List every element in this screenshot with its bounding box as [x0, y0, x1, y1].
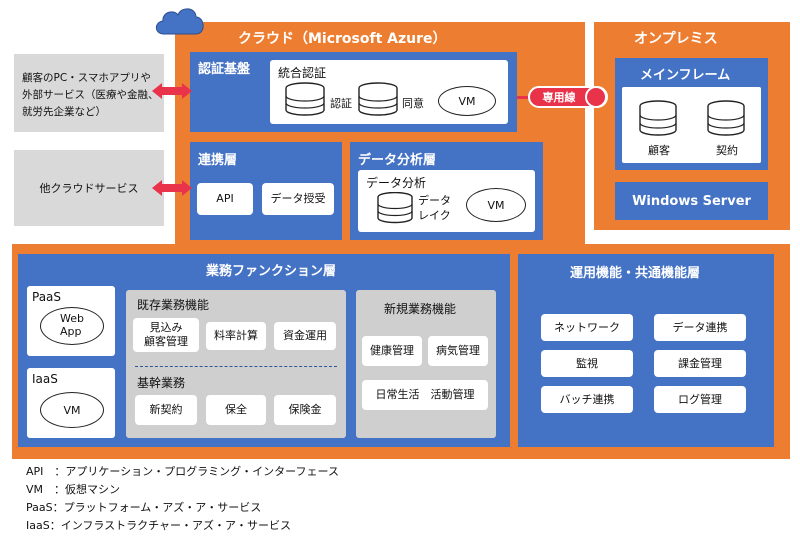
business-layer-title: 業務ファンクション層: [206, 264, 337, 279]
paas-webapp: Web App: [40, 307, 104, 345]
ops-item-0: ネットワーク: [541, 314, 633, 341]
paas-label: PaaS: [32, 290, 62, 304]
ops-item-4: バッチ連携: [541, 386, 633, 413]
analytics-layer-title: データ分析層: [358, 153, 437, 168]
auth-database-icon: [285, 82, 325, 116]
existing-item-2: 資金運用: [274, 322, 336, 350]
external-customer-box: [14, 54, 164, 132]
consent-database-icon: [358, 82, 398, 116]
cloud-icon: [155, 8, 204, 35]
legend-vm: VM ：仮想マシン: [26, 483, 121, 496]
windows-server-box: Windows Server: [615, 182, 768, 220]
new-item-2: 日常生活 活動管理: [362, 380, 488, 410]
legend-paas: PaaS：プラットフォーム・アズ・ア・サービス: [26, 501, 262, 514]
customer-auth-arrow: [152, 83, 192, 99]
auth-layer-title: 認証基盤: [198, 62, 251, 77]
customer-database-icon: [639, 100, 677, 136]
iaas-label: IaaS: [32, 372, 58, 386]
ops-item-1: データ連携: [654, 314, 746, 341]
new-functions-title: 新規業務機能: [384, 302, 457, 316]
dedicated-line-connector: [517, 96, 529, 99]
other-cloud-text: 他クラウドサービス: [39, 182, 139, 195]
legend-iaas: IaaS：インフラストラクチャー・アズ・ア・サービス: [26, 519, 292, 532]
ops-item-5: ログ管理: [654, 386, 746, 413]
contract-database-icon: [707, 100, 745, 136]
consent-db-label: 同意: [402, 97, 424, 110]
auth-db-label: 認証: [330, 97, 352, 110]
analytics-vm: VM: [466, 188, 526, 222]
core-item-1: 保全: [206, 395, 266, 425]
operations-layer-title: 運用機能・共通機能層: [570, 266, 701, 281]
dedicated-line-label: 専用線: [542, 91, 576, 104]
existing-item-0: 見込み 顧客管理: [133, 318, 199, 352]
analytics-box-title: データ分析: [366, 176, 427, 190]
onprem-title: オンプレミス: [634, 31, 718, 47]
customer-db-label: 顧客: [648, 144, 670, 157]
core-item-0: 新契約: [135, 395, 197, 425]
othercloud-linkage-arrow: [152, 180, 192, 196]
iaas-vm: VM: [40, 392, 104, 428]
new-item-0: 健康管理: [362, 336, 422, 366]
new-item-1: 病気管理: [428, 336, 488, 366]
datalake-label: データ レイク: [418, 194, 451, 222]
existing-item-1: 料率計算: [206, 322, 266, 350]
core-item-2: 保険金: [274, 395, 336, 425]
contract-db-label: 契約: [716, 144, 738, 157]
mainframe-title: メインフレーム: [640, 68, 731, 83]
ops-item-2: 監視: [541, 350, 633, 377]
data-exchange-box: データ授受: [262, 183, 334, 215]
dedicated-line-dot: [585, 86, 607, 108]
cloud-title: クラウド（Microsoft Azure）: [238, 31, 447, 47]
ops-item-3: 課金管理: [654, 350, 746, 377]
core-business-title: 基幹業務: [137, 376, 186, 390]
windows-server-label: Windows Server: [632, 193, 751, 209]
external-customer-text: 顧客のPC・スマホアプリや 外部サービス（医療や金融、 就労先企業など）: [22, 72, 159, 118]
linkage-layer-title: 連携層: [198, 153, 238, 168]
other-cloud-box: 他クラウドサービス: [14, 150, 164, 226]
integrated-auth-title: 統合認証: [278, 66, 327, 80]
existing-functions-title: 既存業務機能: [137, 298, 210, 312]
api-box: API: [197, 183, 253, 215]
datalake-database-icon: [377, 192, 413, 224]
dashed-divider: [135, 366, 337, 367]
legend-api: API ：アプリケーション・プログラミング・インターフェース: [26, 465, 339, 478]
auth-vm: VM: [438, 86, 496, 116]
